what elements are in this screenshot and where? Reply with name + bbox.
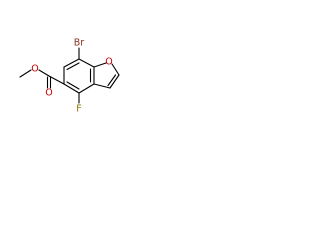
- bond-c4-c3a: [78, 83, 95, 94]
- molecule-structure-diagram: Br F O O O: [19, 38, 120, 115]
- bond-o1-c2: [111, 63, 120, 76]
- bond-inner-c7-c6: [66, 62, 80, 71]
- bond-c7-c6: [63, 58, 80, 68]
- atom-label-carbonyl-oxygen: O: [45, 88, 52, 99]
- bond-c2-c3: [109, 74, 120, 89]
- bond-ccarbonyl-oester: [38, 69, 50, 77]
- bond-c7a-o1: [93, 62, 107, 68]
- bond-c3-c3a: [93, 83, 111, 89]
- bond-c5-c4: [63, 83, 80, 94]
- atom-label-ester-oxygen: O: [31, 64, 38, 75]
- bond-c7a-c7: [78, 58, 95, 68]
- bond-oester-methyl: [19, 69, 32, 78]
- atom-label-bromine: Br: [74, 38, 85, 49]
- bonds: [19, 47, 120, 104]
- bond-inner-c5-c4: [66, 81, 80, 90]
- atom-labels: Br F O O O: [31, 38, 112, 115]
- bond-c2-c3-double: [107, 74, 117, 87]
- bond-c5-ccarbonyl: [48, 75, 65, 85]
- atom-label-ring-oxygen: O: [105, 57, 112, 68]
- atom-label-fluorine: F: [76, 104, 81, 115]
